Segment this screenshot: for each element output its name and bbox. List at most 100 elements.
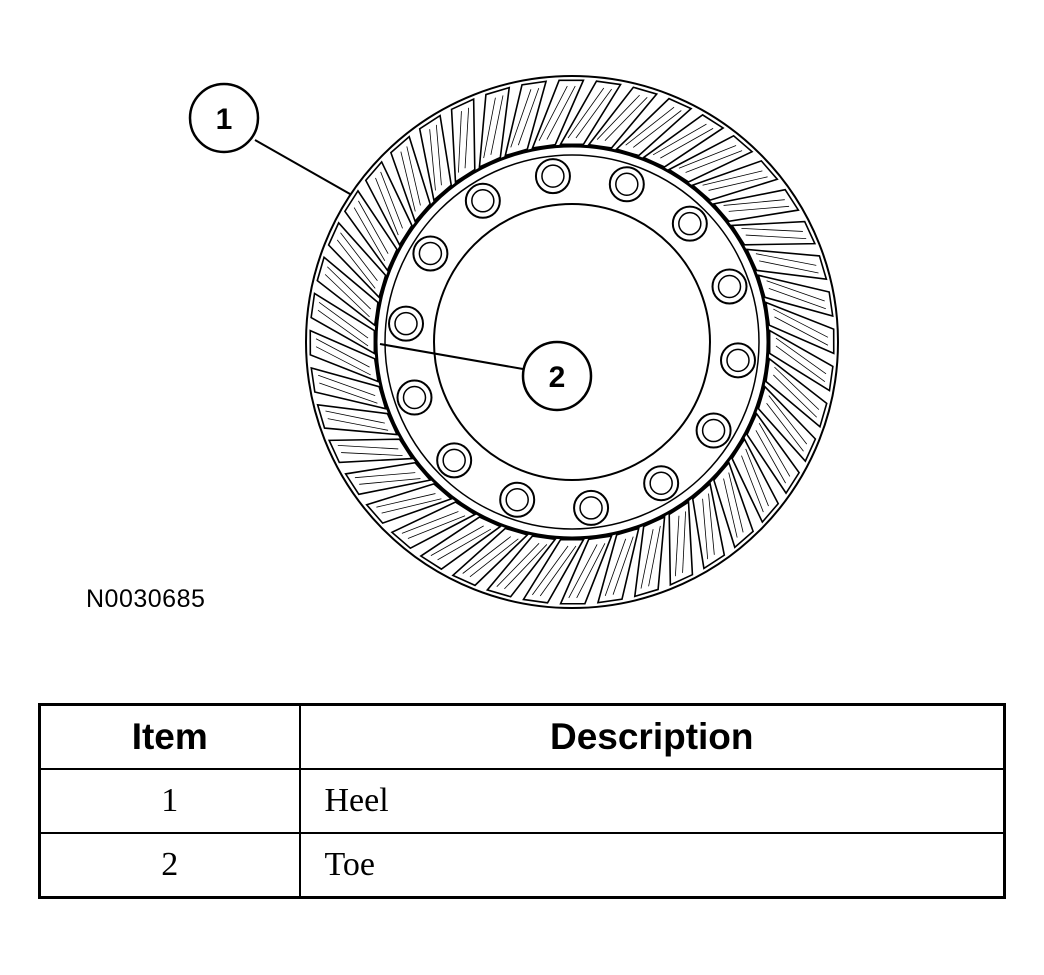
gear-tooth-shade [483,97,496,159]
gear-tooth [327,221,387,299]
gear-tooth-shade [401,511,459,534]
gear-tooth-shade [682,511,686,573]
bolt-hole [505,487,529,512]
gear-tooth [745,248,828,281]
gear-tooth [757,274,834,318]
bolt-hole [579,496,603,520]
gear-tooth-shade [437,528,492,561]
gear-bolt-circle [384,154,760,530]
callout-2: 2 [379,340,593,412]
gear-tooth-shade [775,337,827,375]
gear-tooth [316,255,379,327]
gear-tooth-shade [539,545,577,597]
gear-tooth-shade [702,170,763,186]
gear-tooth [327,438,414,464]
gear-tooth-shade [400,151,416,212]
table-row: 2 Toe [38,832,1006,899]
gear-tooth-shade [773,374,817,418]
gear-tooth-shade [773,308,829,338]
legend-header-row: Item Description [38,703,1006,770]
bolt-hole [649,471,673,495]
legend-item-cell: 2 [38,832,301,899]
gear-tooth [365,482,453,525]
gear-tooth [765,357,828,429]
gear-tooth-shade [759,260,819,274]
gear-tooth-shade [745,448,769,507]
bolt-hole [726,348,750,373]
gear-tooth-shade [510,89,532,148]
gear-tooth-shade [596,94,640,140]
gear-tooth-shade [567,87,605,139]
gear-tooth-shade [708,493,715,555]
gear-tooth-shade [648,525,661,587]
gear-tooth [757,385,817,463]
gear-tooth [712,461,755,549]
gear-tooth-shade [766,403,804,452]
gear-tooth-shade [375,177,399,236]
gear-tooth-shade [324,274,370,318]
gear-tooth-shade [774,316,829,346]
bolt-hole [471,189,495,213]
gear-tooth-shade [702,498,709,560]
gear-tooth-shade [337,444,399,450]
gear-tooth-shade [317,309,369,347]
gear-tooth-shade [318,374,376,397]
gear-tooth [504,80,548,157]
gear-tooth [343,189,398,272]
gear-tooth-shade [319,382,378,404]
bolt-hole [678,211,702,236]
gear-tooth [478,86,511,169]
callout-1: 1 [188,82,351,195]
gear-tooth [596,527,640,604]
gear-tooth [730,220,817,246]
legend-description-cell: Toe [298,832,1006,899]
gear-tooth [559,535,613,605]
gear-tooth [450,97,476,184]
gear-tooth-shade [755,253,817,266]
gear-tooth-shade [532,545,569,596]
gear-bolt-holes [388,158,756,526]
gear-tooth [633,515,666,598]
bolt-hole [615,172,639,197]
bolt-hole [442,448,466,473]
gear-tooth-shade [674,515,680,577]
bolt-hole [418,241,443,266]
gear-tooth-shade [741,455,764,513]
gear-tooth-shade [604,538,627,596]
gear-tooth-shade [728,472,744,533]
gear-tooth-shade [315,338,370,368]
gear-tooth-shade [490,95,504,155]
gear-tooth-shade [376,493,436,508]
gear-tooth [691,482,726,570]
gear-tooth-shade [327,418,389,431]
gear-center-bore [433,203,711,481]
gear-tooth-shade [462,536,511,574]
gear-tooth-shade [327,266,371,310]
gear-tooth-shade [359,478,421,485]
gear-tooth-shade [755,430,786,484]
gear-tooth-shade [340,232,378,281]
gear-tooth-shade [315,346,371,376]
gear-tooth [310,366,387,410]
gear-tooth-shade [660,128,714,159]
legend-description-cell: Heel [298,768,1006,834]
gear-tooth-shade [741,228,803,232]
callout-2-circle [521,340,593,412]
gear-tooth-shade [407,515,466,539]
gear-tooth-shade [640,529,654,589]
gear-tooth-shade [612,536,634,595]
gear-tooth-shade [625,106,675,146]
gear-tooth-shade [766,280,825,302]
gear-tooth-shade [504,544,548,590]
gear-tooth-shade [774,366,820,410]
callout-2-leader [379,343,524,370]
gear-tooth-shade [568,544,598,599]
gear-tooth-shade [768,395,808,445]
gear-tooth [746,412,801,495]
bolt-hole [402,385,427,410]
gear-tooth-shade [768,287,826,310]
bolt-hole [394,311,418,336]
gear-tooth-shade [435,124,442,186]
callout-1-leader [254,139,351,195]
bolt-hole [717,274,742,299]
